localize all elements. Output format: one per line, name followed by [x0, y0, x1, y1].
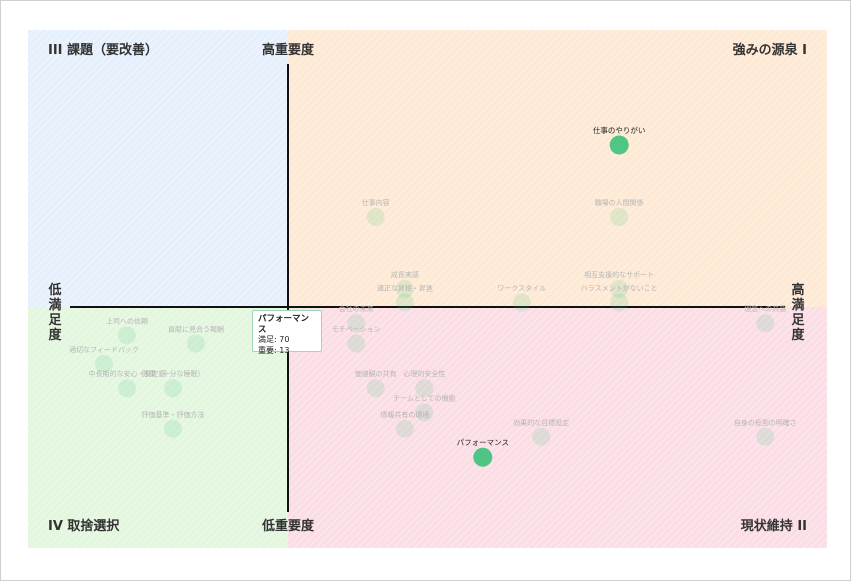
- tooltip-importance: 重要: 13: [258, 345, 290, 355]
- data-point-label: 情報共有の環境: [380, 410, 429, 419]
- data-point-label: 貢献に見合う報酬: [168, 325, 224, 334]
- data-point[interactable]: [532, 427, 551, 446]
- data-point-label: ワークスタイル: [497, 284, 546, 293]
- data-point-label: 中長期的な安心・安定感: [89, 369, 166, 378]
- x-high-char: 足: [791, 313, 805, 328]
- x-high-char: 度: [791, 327, 805, 343]
- tooltip-satisfaction: 満足: 70: [258, 335, 290, 344]
- data-point[interactable]: [164, 379, 182, 398]
- data-point[interactable]: [512, 293, 531, 312]
- data-point[interactable]: [415, 379, 434, 398]
- x-low-char: 低: [47, 282, 61, 298]
- data-point-label: 心理的安全性: [403, 369, 445, 378]
- data-point[interactable]: [118, 326, 136, 345]
- data-point-label: 価値観の共有: [355, 369, 397, 378]
- data-point[interactable]: [473, 447, 493, 467]
- data-point-label: 効果的な目標設定: [513, 418, 569, 427]
- data-point-label: パフォーマンス: [457, 438, 509, 447]
- data-point-label: 適切なフィードバック: [69, 345, 139, 354]
- data-point-label: 仕事内容: [362, 198, 390, 207]
- tooltip-title: パフォーマンス: [258, 314, 310, 335]
- data-point[interactable]: [366, 379, 385, 398]
- data-point-label: 自身の役割の明確さ: [734, 418, 797, 427]
- quadrant-iii-label: III 課題（要改善）: [48, 42, 158, 58]
- data-point[interactable]: [610, 208, 629, 226]
- data-point-label: 仕事のやりがい: [593, 125, 646, 135]
- data-point[interactable]: [609, 135, 629, 155]
- x-low-char: 満: [48, 297, 61, 313]
- y-axis-low-label: 低重要度: [261, 518, 315, 534]
- data-point-label: 相互支援的なサポート: [584, 270, 654, 279]
- x-high-char: 高: [791, 282, 804, 298]
- quadrant-ii-label: 現状維持 II: [741, 518, 807, 534]
- data-point-label: 会社の未来: [339, 304, 374, 313]
- data-point[interactable]: [164, 419, 182, 438]
- data-point[interactable]: [395, 419, 414, 438]
- data-point[interactable]: [756, 427, 775, 446]
- quadrant-i-label: 強みの源泉 I: [733, 42, 807, 58]
- data-point[interactable]: [415, 403, 434, 422]
- x-high-char: 満: [791, 297, 804, 313]
- data-point[interactable]: [347, 314, 366, 333]
- data-point-label: 評価基準・評価方法: [142, 410, 205, 419]
- data-point-label: 理念への共感: [744, 304, 786, 313]
- data-point-label: 成長実感: [391, 270, 419, 279]
- data-point-label: 適正な昇格・昇進: [377, 284, 433, 293]
- data-point[interactable]: [95, 354, 113, 373]
- data-point[interactable]: [347, 334, 366, 353]
- data-point-label: 職場の人間関係: [595, 198, 644, 207]
- data-point-label: ハラスメントがないこと: [581, 284, 658, 293]
- data-point[interactable]: [395, 293, 414, 312]
- data-point-tooltip: パフォーマンス 満足: 70 重要: 13: [252, 310, 322, 355]
- x-low-char: 足: [48, 313, 62, 328]
- y-axis-high-label: 高重要度: [262, 42, 315, 58]
- data-point-label: 健康（十分な睡眠）: [142, 369, 205, 378]
- data-point-label: 上司への信頼: [106, 316, 148, 325]
- data-point[interactable]: [610, 280, 629, 298]
- data-point[interactable]: [610, 293, 629, 312]
- data-point-label: チームとしての機能: [393, 394, 456, 403]
- data-point[interactable]: [756, 314, 775, 333]
- hatch-overlay: [28, 30, 827, 548]
- data-point[interactable]: [118, 379, 136, 398]
- data-point[interactable]: [187, 334, 205, 353]
- data-point[interactable]: [366, 208, 385, 226]
- data-point-label: モチベーション: [332, 326, 381, 334]
- x-low-char: 度: [48, 327, 62, 343]
- quadrant-iv-label: IV 取捨選択: [48, 518, 120, 534]
- data-point[interactable]: [395, 280, 414, 298]
